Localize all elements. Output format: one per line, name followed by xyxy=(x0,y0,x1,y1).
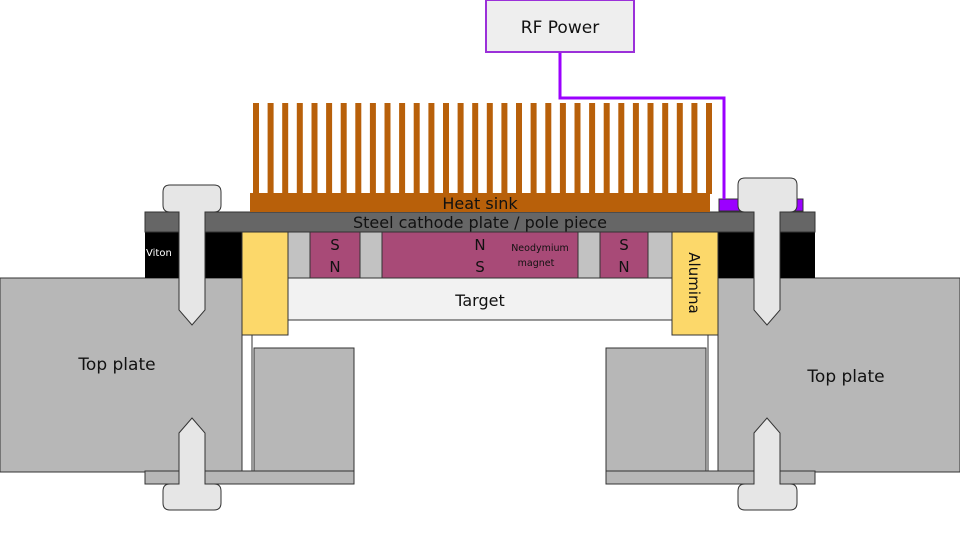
neodymium-label-line1: Neodymium xyxy=(511,243,569,254)
shield-wall-left xyxy=(241,334,253,472)
heat-sink-fin xyxy=(647,103,654,194)
heat-sink-fin xyxy=(369,103,376,194)
magnet-left-bottom-pole: N xyxy=(329,258,340,276)
heat-sink-fin xyxy=(632,103,639,194)
heat-sink-fin xyxy=(326,103,333,194)
heat-sink-fin xyxy=(501,103,508,194)
lower-block-left xyxy=(253,347,355,472)
spacer-1 xyxy=(287,231,311,279)
bolt-top-left xyxy=(162,184,222,326)
heat-sink-fin xyxy=(589,103,596,194)
heat-sink-fin xyxy=(267,103,274,194)
heat-sink-base xyxy=(250,193,710,212)
shield-wall-right xyxy=(707,334,719,472)
top-plate-right-label: Top plate xyxy=(806,367,884,387)
alumina-right xyxy=(671,231,719,336)
magnet-left-top-pole: S xyxy=(330,236,340,254)
spacer-3 xyxy=(577,231,601,279)
spacer-4 xyxy=(647,231,673,279)
magnet-center-bottom-pole: S xyxy=(475,258,485,276)
bolt-bottom-right xyxy=(737,417,798,511)
heat-sink-fin xyxy=(676,103,683,194)
heat-sink-fin xyxy=(516,103,522,194)
heat-sink-fin xyxy=(472,103,479,194)
lower-block-right xyxy=(605,347,707,472)
heat-sink-fin xyxy=(486,103,493,194)
heat-sink-fin xyxy=(253,103,259,194)
heat-sink-fin xyxy=(282,103,289,194)
bottom-flange-right xyxy=(605,470,816,485)
magnet-right xyxy=(599,231,649,279)
heat-sink-fin xyxy=(457,103,464,194)
heat-sink-fin xyxy=(428,103,435,194)
heat-sink-fin xyxy=(413,103,420,194)
bolt-top-right xyxy=(737,177,798,326)
heat-sink-fin xyxy=(574,103,581,194)
cathode-plate-label: Steel cathode plate / pole piece xyxy=(353,213,607,232)
heat-sink-fin xyxy=(618,103,625,194)
top-plate-left-label: Top plate xyxy=(77,355,155,375)
magnet-right-top-pole: S xyxy=(619,236,629,254)
heat-sink-label: Heat sink xyxy=(442,194,518,213)
rf-power-label: RF Power xyxy=(521,18,599,38)
bolt-bottom-left xyxy=(162,417,222,511)
heat-sink-fin xyxy=(559,103,566,194)
viton-label: Viton xyxy=(146,248,172,259)
heat-sink-fin xyxy=(296,103,303,194)
heat-sink-fins xyxy=(253,103,712,194)
rf-power-box xyxy=(485,0,635,53)
magnet-center-top-pole: N xyxy=(474,236,485,254)
heat-sink-fin xyxy=(545,103,552,194)
alumina-left xyxy=(241,231,289,336)
top-plate-left xyxy=(0,277,243,473)
heat-sink-fin xyxy=(384,103,391,194)
spacer-2 xyxy=(359,231,383,279)
heat-sink-fin xyxy=(691,103,698,194)
heat-sink-fin xyxy=(443,103,449,194)
magnet-right-bottom-pole: N xyxy=(618,258,629,276)
magnet-left xyxy=(309,231,361,279)
target-label: Target xyxy=(454,291,505,310)
heat-sink-fin xyxy=(662,103,669,194)
heat-sink-fin xyxy=(340,103,347,194)
neodymium-label-line2: magnet xyxy=(518,258,555,269)
heat-sink-fin xyxy=(706,103,712,194)
heat-sink-fin xyxy=(311,103,318,194)
alumina-label: Alumina xyxy=(685,252,703,313)
rf-wire xyxy=(558,52,726,199)
heat-sink-fin xyxy=(603,103,610,194)
bottom-flange-left xyxy=(144,470,355,485)
heat-sink-fin xyxy=(399,103,406,194)
heat-sink-fin xyxy=(355,103,362,194)
heat-sink-fin xyxy=(530,103,537,194)
magnet-center xyxy=(381,231,579,279)
